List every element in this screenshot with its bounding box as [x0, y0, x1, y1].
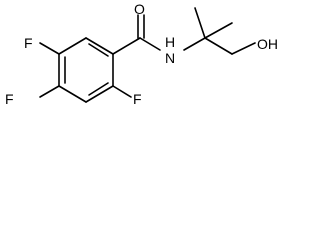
methyl-bond-left: [194, 7, 206, 39]
ring-bond-6: [58, 37, 87, 55]
bond-ring-to-f-left: [39, 85, 60, 98]
atom-label-hydroxyl: OH: [257, 36, 278, 52]
atom-label-f-lower: F: [133, 91, 142, 107]
atom-label-amide-h: H: [165, 34, 175, 50]
bond-ch2-to-oh: [231, 42, 256, 55]
ring-bond-3: [85, 85, 114, 103]
ring-bond-4: [58, 85, 87, 103]
ring-double-bond-inner-2: [88, 82, 109, 96]
methyl-bond-right: [204, 22, 233, 39]
bond-ring-to-f-upper-left: [39, 42, 60, 55]
bond-ring-to-f-lower: [112, 85, 132, 98]
bond-quaternary-to-ch2: [204, 37, 233, 55]
chemical-structure-diagram: F F F F O H N OH: [5, 1, 278, 107]
atom-label-f-upper-left: F: [24, 35, 33, 51]
bond-ring-to-carbonyl: [112, 37, 141, 55]
ring-bond-1: [85, 37, 114, 55]
benzene-ring: [58, 37, 114, 103]
bond-n-to-quaternary-carbon: [183, 37, 206, 51]
ring-double-bond-inner-1: [88, 43, 109, 57]
atom-label-amide-n: N: [165, 50, 175, 66]
atom-label-f-left: F: [5, 91, 14, 107]
atom-label-carbonyl-o: O: [134, 1, 145, 17]
bond-carbonyl-to-n: [139, 37, 161, 51]
